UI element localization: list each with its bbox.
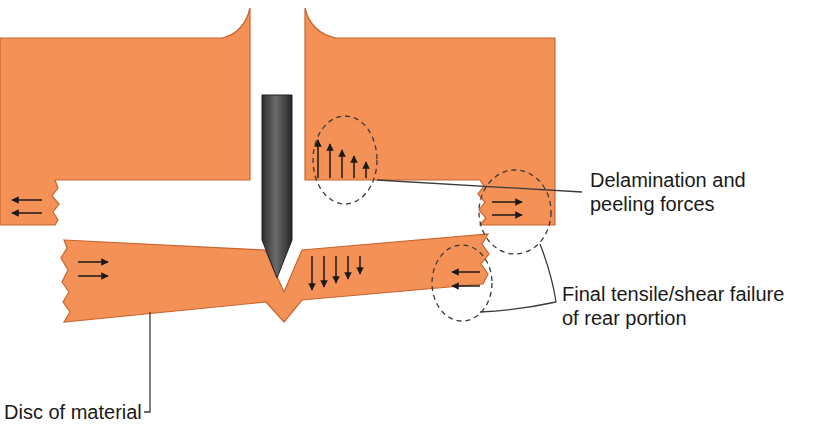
penetrator — [262, 95, 292, 278]
force-arrows — [12, 140, 522, 290]
callout-label: Final tensile/shear failure of rear port… — [562, 282, 802, 330]
callout-ellipses — [313, 116, 551, 321]
leader-lines — [144, 180, 582, 412]
callout-label: Delamination and peeling forces — [590, 168, 790, 216]
callout-label: Disc of material — [4, 400, 142, 424]
plate-left — [0, 8, 250, 225]
plate-right — [305, 8, 555, 225]
